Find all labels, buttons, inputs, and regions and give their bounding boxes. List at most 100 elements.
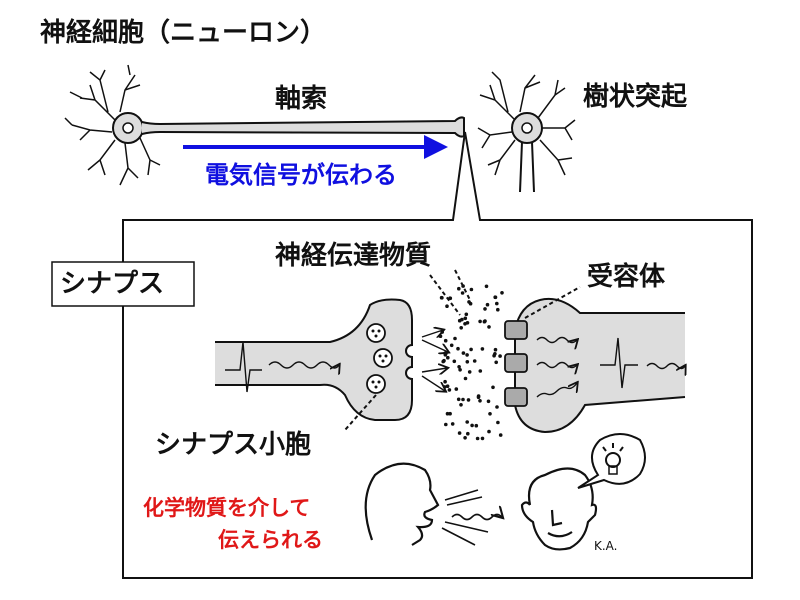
neurotransmitter-dot — [447, 388, 452, 392]
neurotransmitter-dot — [488, 412, 492, 416]
neurotransmitter-dot — [472, 359, 477, 363]
neurotransmitter-dot — [448, 296, 453, 301]
neurotransmitter-dot — [467, 300, 471, 304]
neurotransmitter-dot — [463, 436, 467, 440]
neurotransmitter-label: 神経伝達物質 — [275, 241, 432, 271]
neurotransmitter-dot — [491, 385, 495, 390]
neurotransmitter-dot — [459, 403, 463, 407]
neurotransmitter-dot — [475, 436, 480, 441]
vesicle-label: シナプス小胞 — [155, 430, 312, 460]
action-potential-icons — [225, 330, 685, 398]
neurotransmitter-dot — [465, 360, 470, 364]
neurotransmitter-dot — [487, 325, 491, 329]
neurotransmitter-dot — [493, 347, 498, 352]
synapse-label: シナプス — [60, 269, 165, 299]
dendrite-label: 樹状突起 — [583, 82, 688, 112]
neurotransmitter-dot — [450, 422, 455, 426]
neurotransmitter-dot — [496, 307, 500, 312]
signal-label: 電気信号が伝わる — [205, 161, 397, 189]
neurotransmitter-dot — [480, 436, 485, 441]
neurotransmitter-dot — [438, 334, 443, 339]
neurotransmitter-dot — [440, 296, 444, 300]
neurotransmitter-dot — [474, 423, 479, 428]
neurotransmitter-dot — [453, 336, 457, 341]
neurotransmitter-dot — [448, 411, 452, 416]
neurotransmitter-dot — [487, 429, 491, 434]
neurotransmitter-dot — [458, 368, 462, 372]
neurotransmitter-dot — [464, 312, 469, 317]
neurotransmitter-dot — [457, 431, 462, 435]
receptor-label: 受容体 — [587, 262, 666, 292]
neurotransmitter-dot — [452, 359, 457, 364]
axon-label: 軸索 — [275, 84, 328, 114]
presynaptic-terminal — [215, 298, 413, 421]
neurotransmitter-dot — [484, 284, 489, 289]
listener-head-icon — [520, 467, 598, 551]
neurotransmitter-dot — [466, 431, 470, 436]
neurotransmitter-dot — [442, 385, 447, 389]
neurotransmitter-dot — [469, 287, 474, 292]
speaker-head-icon — [364, 462, 440, 546]
signature: K.A. — [594, 539, 618, 553]
neurotransmitter-dot — [495, 301, 499, 306]
neurotransmitter-dot — [476, 395, 481, 400]
chemical-label-line2: 伝えられる — [218, 528, 323, 552]
neurotransmitter-dot — [443, 338, 448, 343]
neurotransmitter-dot — [445, 304, 449, 309]
neurotransmitter-dot — [465, 420, 470, 424]
synapse-label-box — [51, 261, 195, 307]
neurotransmitter-dot — [463, 376, 468, 381]
neurotransmitter-dot — [478, 369, 483, 373]
neurotransmitter-dot — [445, 384, 450, 389]
neurotransmitter-dot — [454, 387, 459, 391]
lightbulb-thought-icon — [577, 433, 646, 489]
neurotransmitter-dot — [483, 319, 487, 323]
left-dendrites-icon — [64, 64, 161, 186]
neurotransmitter-dot — [459, 326, 464, 330]
neurotransmitter-dot — [493, 352, 497, 356]
neurotransmitter-dot — [456, 397, 461, 402]
neurotransmitter-dot — [486, 399, 491, 404]
neurotransmitter-dot — [445, 411, 450, 416]
page-title: 神経細胞（ニューロン） — [40, 18, 327, 48]
neurotransmitter-dot — [446, 355, 450, 360]
neurotransmitter-dot — [440, 330, 445, 334]
neurotransmitter-dot — [449, 343, 454, 348]
neurotransmitter-dot — [478, 399, 482, 403]
neurotransmitter-dot — [469, 347, 473, 352]
neurotransmitter-dot — [496, 420, 500, 425]
neurotransmitter-dot — [483, 307, 487, 311]
neurotransmitter-dot — [466, 398, 471, 402]
right-neuron — [477, 71, 576, 193]
left-neuron — [64, 64, 465, 186]
neurotransmitter-dot — [493, 295, 498, 300]
neurotransmitter-dot — [465, 353, 469, 357]
neurotransmitter-dot — [443, 351, 447, 356]
neurotransmitter-dot — [460, 291, 465, 295]
neurotransmitter-dot — [442, 358, 446, 363]
neurotransmitter-dot — [457, 365, 461, 369]
neurotransmitter-dot — [498, 354, 502, 358]
neurotransmitter-dot — [463, 322, 467, 326]
neurotransmitter-dot — [494, 360, 499, 365]
neurotransmitter-dot — [461, 351, 466, 355]
neurotransmitter-dot — [457, 286, 461, 291]
neurotransmitter-dot — [480, 347, 485, 351]
neurotransmitter-dot — [444, 422, 448, 427]
neurotransmitter-dot — [461, 397, 465, 402]
synaptic-vesicles-icon — [366, 323, 393, 394]
neurotransmitter-dot — [443, 379, 447, 384]
neurotransmitter-dot — [498, 433, 503, 437]
neurotransmitter-dot — [470, 423, 474, 428]
chemical-label-line1: 化学物質を介して — [143, 496, 311, 520]
neurotransmitter-dots — [438, 284, 504, 441]
neurotransmitter-dot — [460, 317, 464, 322]
sound-lines — [441, 489, 502, 546]
neurotransmitter-dot — [467, 370, 472, 374]
neurotransmitter-dot — [456, 346, 460, 351]
neurotransmitter-dot — [478, 319, 482, 324]
receptors-icon — [504, 320, 528, 407]
neurotransmitter-dot — [500, 291, 504, 295]
